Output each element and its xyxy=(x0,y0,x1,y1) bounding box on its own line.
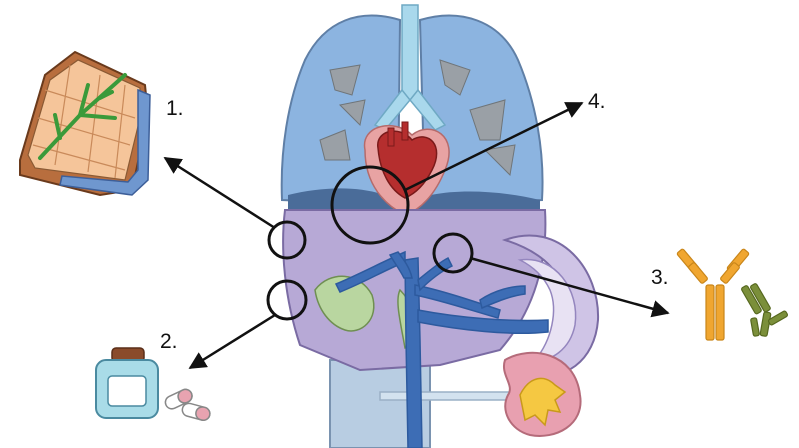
arrow-2 xyxy=(190,315,275,368)
pill-capsule-icon xyxy=(163,387,211,421)
label-1: 1. xyxy=(166,98,184,119)
medicine-bottle-icon xyxy=(96,348,158,418)
antibody-icon xyxy=(677,248,789,340)
liver-tissue-icon xyxy=(20,52,150,195)
label-2: 2. xyxy=(160,331,178,352)
label-3: 3. xyxy=(651,267,669,288)
arrow-1 xyxy=(165,158,275,228)
torso xyxy=(330,360,520,448)
label-4: 4. xyxy=(588,91,606,112)
